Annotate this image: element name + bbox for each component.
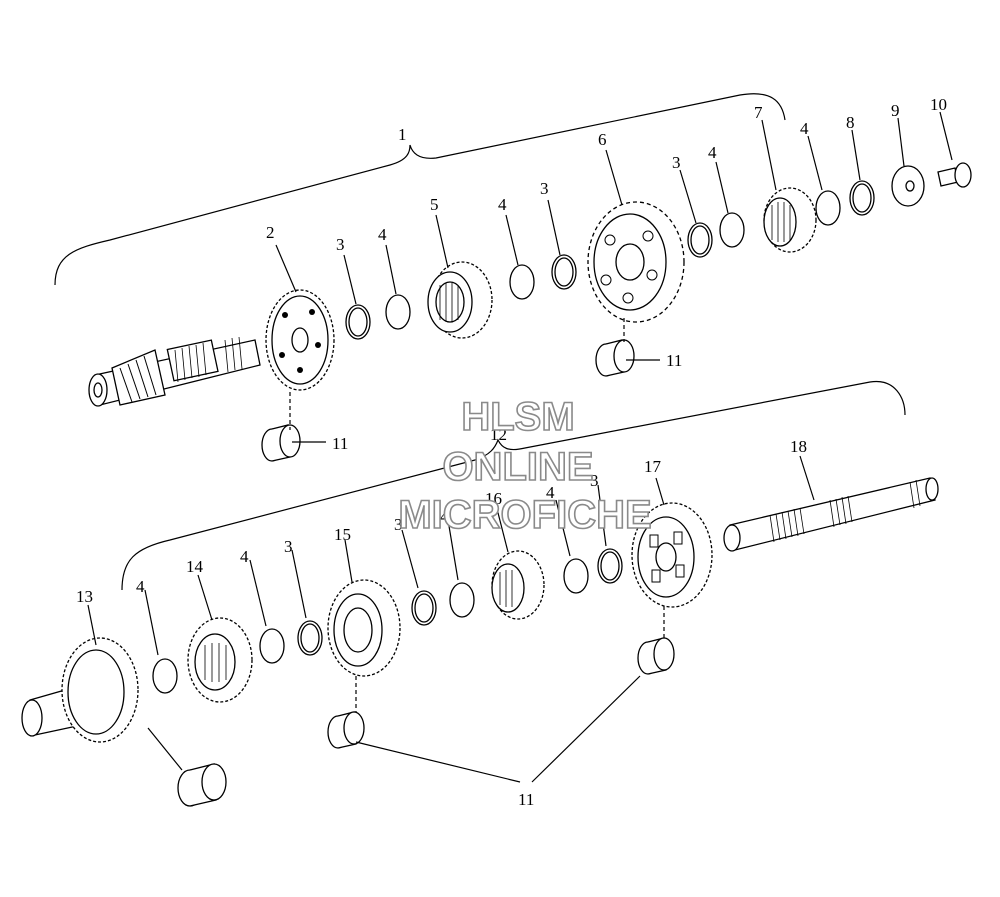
leader-lines (87, 111, 953, 783)
gear-14 (187, 617, 253, 703)
callout-3c: 3 (672, 153, 681, 172)
callout-16: 16 (485, 489, 502, 508)
washer-9 (891, 165, 925, 207)
callout-11-c: 11 (518, 790, 534, 809)
callout-9: 9 (891, 101, 900, 120)
callout-4h: 4 (546, 483, 555, 502)
bolt-10 (937, 162, 972, 188)
callout-6: 6 (598, 130, 607, 149)
input-shaft (88, 336, 261, 407)
callout-1: 1 (398, 125, 407, 144)
callout-4g: 4 (440, 507, 449, 526)
callout-4d: 4 (800, 119, 809, 138)
callout-4b: 4 (498, 195, 507, 214)
bushing-lower-right (637, 637, 675, 675)
callout-10: 10 (930, 95, 947, 114)
bracket-upper-group (54, 93, 786, 286)
callout-3b: 3 (540, 179, 549, 198)
callout-15: 15 (334, 525, 351, 544)
callout-labels: 1 2 3 4 5 4 3 6 3 4 7 4 8 9 10 11 11 12 … (76, 95, 947, 809)
bushing-upper-left (261, 424, 301, 462)
gear-15 (327, 579, 401, 677)
callout-17: 17 (644, 457, 662, 476)
gear-5 (427, 261, 493, 339)
countershaft-18 (723, 477, 939, 552)
callout-7: 7 (754, 103, 763, 122)
upper-rings (345, 180, 875, 340)
bushing-lower-mid (327, 711, 365, 749)
callout-13: 13 (76, 587, 93, 606)
callout-12: 12 (490, 425, 507, 444)
callout-11-b: 11 (666, 351, 682, 370)
gear-16 (491, 550, 545, 620)
gear-13 (21, 637, 139, 743)
callout-3d: 3 (284, 537, 293, 556)
callout-8: 8 (846, 113, 855, 132)
watermark-line-2: ONLINE (442, 445, 593, 489)
callout-11-a: 11 (332, 434, 348, 453)
callout-3f: 3 (590, 471, 599, 490)
callout-4e: 4 (136, 577, 145, 596)
bracket-lower-group (121, 380, 906, 591)
gear-17 (631, 502, 713, 608)
callout-2: 2 (266, 223, 275, 242)
callout-4c: 4 (708, 143, 717, 162)
callout-3: 3 (336, 235, 345, 254)
gear-7 (763, 187, 817, 253)
watermark-line-1: HLSM (461, 395, 574, 439)
callout-3e: 3 (394, 515, 403, 534)
callout-14: 14 (186, 557, 204, 576)
lower-rings (152, 548, 623, 694)
gear-6 (587, 201, 685, 323)
gear-2 (265, 289, 335, 391)
callout-4: 4 (378, 225, 387, 244)
callout-5: 5 (430, 195, 439, 214)
bushing-upper-right (595, 339, 635, 377)
bushing-lower-left (177, 763, 227, 807)
watermark: HLSM ONLINE MICROFICHE (398, 394, 653, 538)
watermark-line-3: MICROFICHE (398, 493, 651, 537)
callout-4f: 4 (240, 547, 249, 566)
callout-18: 18 (790, 437, 807, 456)
